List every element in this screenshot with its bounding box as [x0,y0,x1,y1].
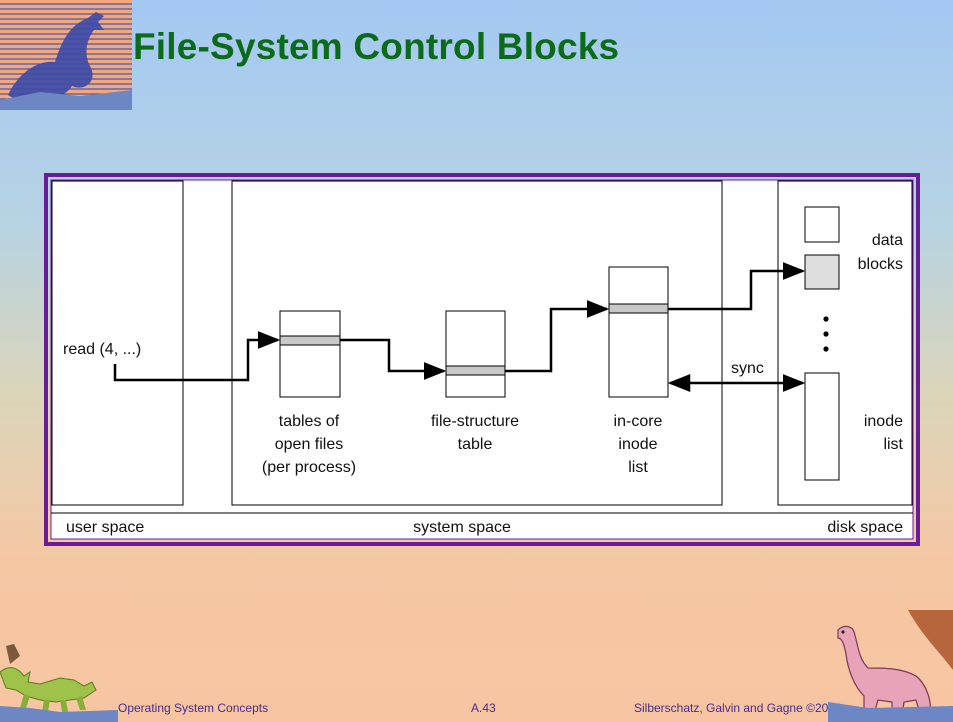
arrow-open-files-to-file-structure [340,338,447,380]
arrow-incore-to-data-blocks [668,262,806,311]
open-files-label-line3: (per process) [262,459,356,476]
disk-space-label: disk space [827,519,903,536]
inode-list-label-line1: inode [864,413,903,430]
footer-right: Silberschatz, Galvin and Gagne ©2002 [634,701,842,715]
file-structure-table [445,310,506,398]
page-title: File-System Control Blocks [133,26,620,67]
file-structure-label-line2: table [458,436,493,453]
arrow-read-to-open-files [113,331,281,382]
footer-left: Operating System Concepts [118,701,268,715]
arrow-file-structure-to-incore [505,300,610,373]
data-block [804,206,840,243]
dinosaur-logo-icon [0,0,132,110]
system-space-box [231,180,723,506]
user-space-box [51,180,184,506]
open-files-label-line1: tables of [279,413,340,430]
incore-inode-label-line2: inode [618,436,657,453]
open-files-label-line2: open files [275,436,344,453]
ellipsis-dot [823,346,829,352]
disk-space-box [777,180,913,506]
data-blocks-label-line1: data [872,232,903,249]
ellipsis-dot [823,316,829,322]
data-block-highlighted [804,254,840,290]
read-call-label: read (4, ...) [63,341,141,358]
triceratops-icon [0,644,118,722]
user-space-label: user space [66,519,144,536]
file-structure-entry [445,365,506,376]
incore-inode-table [608,266,669,398]
open-files-entry [279,335,341,346]
diagram-frame [44,173,920,546]
ellipsis-dot [823,331,829,337]
data-blocks-label-line2: blocks [858,256,903,273]
incore-inode-label-line1: in-core [614,413,663,430]
footer-center: A.43 [471,701,496,715]
sync-label: sync [731,360,764,377]
system-space-label: system space [413,519,511,536]
file-structure-label-line1: file-structure [431,413,519,430]
incore-inode-entry [608,303,669,314]
brontosaurus-icon [828,610,953,722]
incore-inode-label-line3: list [628,459,648,476]
disk-inode-list [804,372,840,481]
open-files-table [279,310,341,398]
inode-list-label-line2: list [883,436,903,453]
